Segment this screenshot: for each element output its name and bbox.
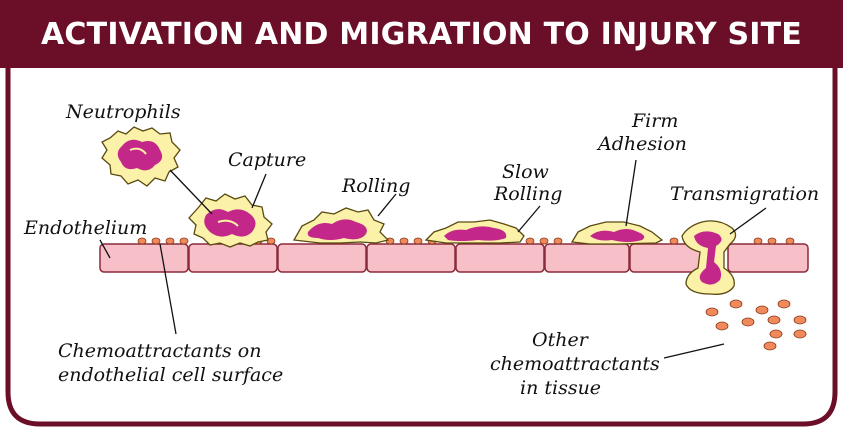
label-slow-rolling-line1: Slow <box>502 161 549 183</box>
leader-line <box>518 206 540 232</box>
endothelial-cell <box>545 244 629 272</box>
label-firm-adhesion-line2: Adhesion <box>596 133 687 155</box>
endothelial-cell <box>189 244 277 272</box>
chemoattractant-dot-icon <box>768 238 776 244</box>
chemoattractant-dot-icon <box>414 238 422 244</box>
label-capture: Capture <box>228 149 306 171</box>
neutrophil-icon <box>572 222 662 244</box>
tissue-chemoattractants <box>706 300 806 350</box>
leader-line <box>378 194 396 216</box>
label-neutrophils: Neutrophils <box>65 101 181 123</box>
neutrophil-icon <box>189 194 272 247</box>
label-chemo-surface-line1: Chemoattractants on <box>58 340 261 362</box>
label-rolling: Rolling <box>341 175 410 197</box>
leader-line <box>170 170 212 214</box>
label-chemo-tissue-line3: in tissue <box>520 377 601 399</box>
neutrophil-icon <box>426 220 524 243</box>
chemoattractant-dot-icon <box>706 308 718 316</box>
chemoattractant-dot-icon <box>730 300 742 308</box>
chemoattractant-dot-icon <box>756 306 768 314</box>
chemoattractant-dot-icon <box>768 316 780 324</box>
neutrophil-icon <box>294 208 388 243</box>
chemoattractant-dot-icon <box>794 316 806 324</box>
chemoattractant-dot-icon <box>526 238 534 244</box>
leader-line <box>626 160 636 226</box>
chemoattractant-dot-icon <box>166 238 174 244</box>
chemoattractant-dot-icon <box>180 238 188 244</box>
chemoattractant-dot-icon <box>670 238 678 244</box>
chemoattractant-dot-icon <box>764 342 776 350</box>
label-chemo-tissue-line1: Other <box>532 329 590 351</box>
chemoattractant-dot-icon <box>778 300 790 308</box>
endothelial-cell <box>728 244 808 272</box>
chemoattractant-dot-icon <box>794 330 806 338</box>
label-chemo-tissue-line2: chemoattractants <box>490 353 660 375</box>
endothelial-cell <box>367 244 455 272</box>
chemoattractant-dot-icon <box>770 330 782 338</box>
leader-line <box>664 344 724 358</box>
chemoattractant-dot-icon <box>754 238 762 244</box>
leader-line <box>730 208 766 234</box>
endothelial-cell <box>100 244 188 272</box>
chemoattractant-dot-icon <box>400 238 408 244</box>
chemoattractant-dot-icon <box>152 238 160 244</box>
chemoattractant-dot-icon <box>786 238 794 244</box>
label-firm-adhesion-line1: Firm <box>631 110 678 132</box>
chemoattractant-dot-icon <box>742 318 754 326</box>
leader-line <box>252 174 266 208</box>
neutrophil-icon <box>102 127 180 186</box>
label-slow-rolling-line2: Rolling <box>493 183 562 205</box>
endothelial-cell <box>456 244 544 272</box>
label-transmigration: Transmigration <box>670 183 819 205</box>
label-chemo-surface-line2: endothelial cell surface <box>58 364 283 386</box>
chemoattractant-dot-icon <box>554 238 562 244</box>
chemoattractant-dot-icon <box>540 238 548 244</box>
endothelial-cell <box>278 244 366 272</box>
chemoattractant-dot-icon <box>716 322 728 330</box>
label-endothelium: Endothelium <box>23 217 147 239</box>
